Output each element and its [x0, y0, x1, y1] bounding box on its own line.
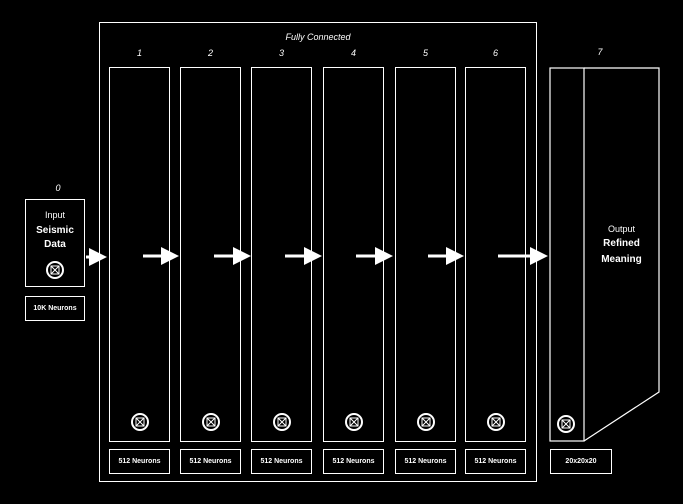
layer-4-neurons-label: 512 Neurons [323, 449, 384, 474]
input-layer: Input Seismic Data [25, 199, 85, 287]
input-name-line1: Seismic [36, 225, 74, 236]
neuron-node-icon [201, 413, 220, 431]
layer-3-index: 3 [278, 48, 284, 58]
layer-5-index: 5 [422, 48, 428, 58]
layer-1-index: 1 [136, 48, 142, 58]
group-title: Fully Connected [285, 32, 351, 42]
output-index: 7 [597, 47, 603, 57]
input-name-line2: Data [44, 239, 66, 250]
neuron-node-icon [344, 413, 363, 431]
output-layer [549, 67, 660, 442]
neuron-node-icon [486, 413, 505, 431]
layer-3-neurons-label: 512 Neurons [251, 449, 312, 474]
layer-2-index: 2 [207, 48, 213, 58]
input-neurons-label: 10K Neurons [25, 296, 85, 321]
neuron-node-icon [272, 413, 291, 431]
layer-2-neurons-label: 512 Neurons [180, 449, 241, 474]
layer-6-neurons-label: 512 Neurons [465, 449, 526, 474]
input-index: 0 [55, 183, 61, 193]
output-name-line1: Refined [603, 238, 640, 249]
neuron-node-icon [416, 413, 435, 431]
layer-4-index: 4 [350, 48, 356, 58]
layer-5-neurons-label: 512 Neurons [395, 449, 456, 474]
input-caption: Input [44, 210, 66, 220]
layer-1-neurons-label: 512 Neurons [109, 449, 170, 474]
output-caption: Output [607, 224, 636, 234]
output-neurons-label: 20x20x20 [550, 449, 612, 474]
neuron-node-icon [130, 413, 149, 431]
neuron-node-icon [46, 261, 64, 279]
output-name-line2: Meaning [601, 254, 642, 265]
layer-6-index: 6 [492, 48, 498, 58]
